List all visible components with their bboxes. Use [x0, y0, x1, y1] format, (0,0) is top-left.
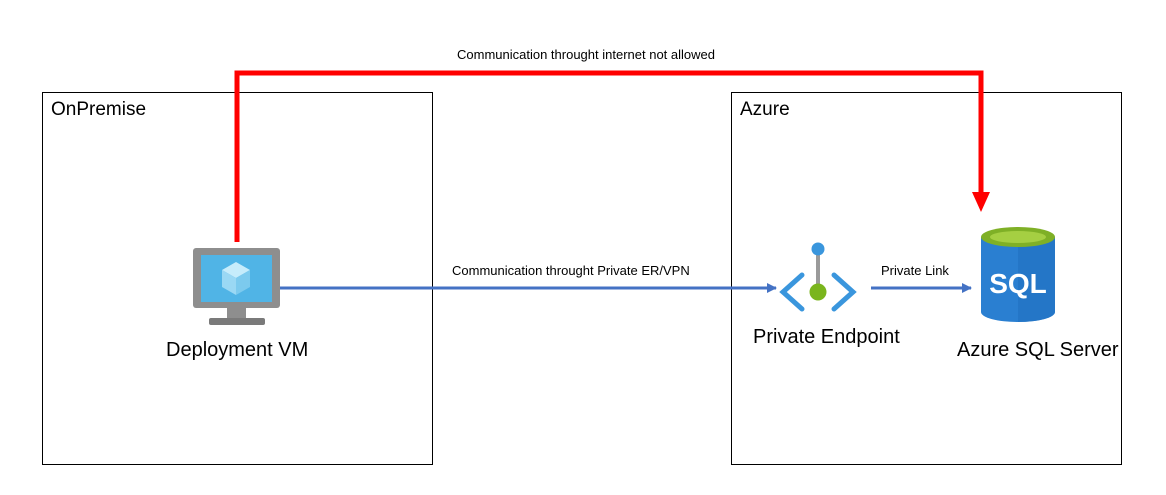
internet-connector-label: Communication throught internet not allo… [457, 47, 715, 62]
sql-database-icon: SQL [981, 227, 1055, 322]
azure-zone-title: Azure [740, 99, 790, 120]
internet-connector [234, 70, 984, 242]
onpremise-zone-title: OnPremise [51, 99, 147, 120]
sql-server-label: Azure SQL Server [957, 339, 1119, 361]
private-endpoint-label: Private Endpoint [753, 326, 900, 348]
sql-icon-text: SQL [989, 268, 1047, 299]
deployment-vm-label: Deployment VM [166, 339, 309, 361]
internet-arrowhead [972, 192, 990, 212]
virtual-machine-icon [193, 248, 280, 325]
azure-zone: Azure [731, 92, 1122, 465]
private-er-connector-label: Communication throught Private ER/VPN [452, 263, 690, 278]
private-link-connector-label: Private Link [881, 263, 949, 278]
private-endpoint-icon [779, 242, 857, 312]
